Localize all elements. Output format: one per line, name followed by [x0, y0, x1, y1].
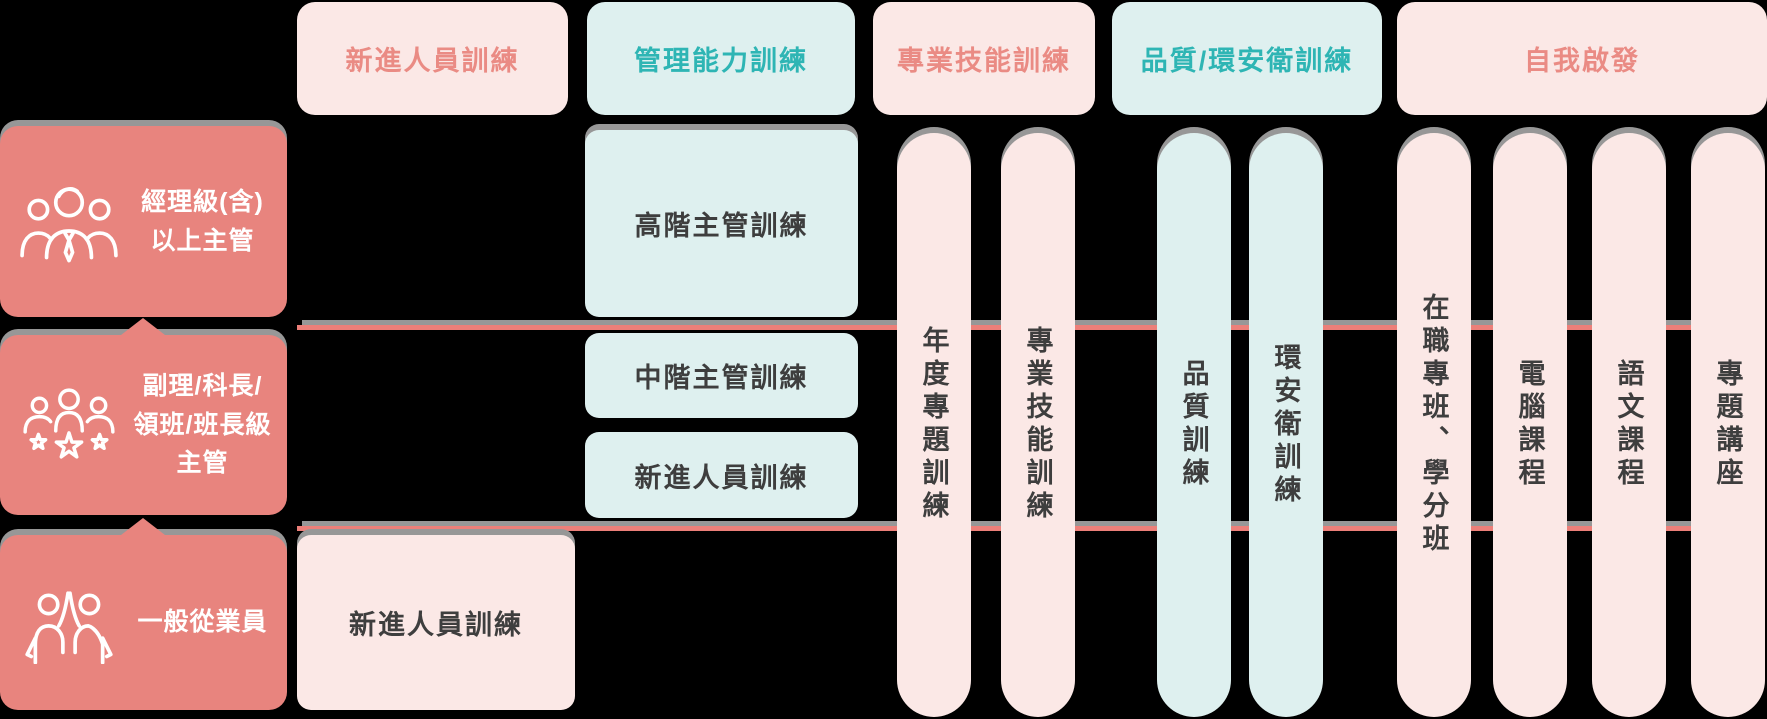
pill-esh-training: 環安衛訓練: [1249, 133, 1323, 717]
cell-newcomer-training-supervisors: 新進人員訓練: [585, 432, 858, 518]
managers-icon: [18, 179, 120, 265]
pill-on-the-job-programs: 在職專班、學分班: [1397, 133, 1471, 717]
col-header-label: 自我啟發: [1524, 46, 1640, 76]
cell-label: 新進人員訓練: [349, 610, 523, 640]
cell-senior-manager-training: 高階主管訓練: [585, 130, 858, 317]
connector-arrow-up: [121, 518, 165, 535]
pill-label: 語文課程: [1613, 359, 1644, 491]
col-header-professional-skills-training: 專業技能訓練: [873, 2, 1095, 115]
col-header-label: 新進人員訓練: [345, 46, 520, 76]
cell-mid-manager-training: 中階主管訓練: [585, 333, 858, 418]
col-header-new-employee-training: 新進人員訓練: [297, 2, 568, 115]
row-header-label: 一般從業員: [137, 608, 268, 637]
pill-label: 年度專題訓練: [918, 326, 949, 524]
pill-professional-skills-training: 專業技能訓練: [1001, 133, 1075, 717]
pill-label: 在職專班、學分班: [1418, 293, 1449, 557]
row-separator-line: [297, 320, 1701, 330]
row-separator-line: [297, 521, 1701, 531]
pill-label: 專業技能訓練: [1022, 326, 1053, 524]
cell-label: 高階主管訓練: [634, 211, 809, 241]
supervisors-icon: [18, 386, 120, 464]
row-header-general-employees: 一般從業員: [0, 535, 287, 710]
col-header-management-training: 管理能力訓練: [587, 2, 855, 115]
pill-seminars: 專題講座: [1691, 133, 1765, 717]
row-header-label: 副理/科長/ 領班/班長級 主管: [133, 371, 272, 478]
cell-newcomer-training-general: 新進人員訓練: [297, 535, 575, 710]
col-header-label: 品質/環安衛訓練: [1140, 46, 1354, 76]
pill-label: 環安衛訓練: [1270, 342, 1301, 508]
pill-label: 品質訓練: [1178, 359, 1209, 491]
row-header-supervisors: 副理/科長/ 領班/班長級 主管: [0, 335, 287, 515]
col-header-quality-esh-training: 品質/環安衛訓練: [1112, 2, 1382, 115]
pill-annual-project-training: 年度專題訓練: [897, 133, 971, 717]
pill-quality-training: 品質訓練: [1157, 133, 1231, 717]
col-header-label: 管理能力訓練: [634, 46, 808, 76]
pill-label: 電腦課程: [1514, 359, 1545, 491]
employees-icon: [18, 581, 120, 665]
pill-computer-courses: 電腦課程: [1493, 133, 1567, 717]
col-header-self-development: 自我啟發: [1397, 2, 1767, 115]
cell-label: 中階主管訓練: [634, 363, 809, 393]
pill-label: 專題講座: [1712, 359, 1743, 491]
connector-arrow-up: [121, 318, 165, 335]
row-header-managers: 經理級(含) 以上主管: [0, 126, 287, 317]
col-header-label: 專業技能訓練: [897, 46, 1071, 76]
row-header-label: 經理級(含) 以上主管: [141, 187, 264, 255]
cell-label: 新進人員訓練: [634, 462, 809, 493]
pill-language-courses: 語文課程: [1592, 133, 1666, 717]
